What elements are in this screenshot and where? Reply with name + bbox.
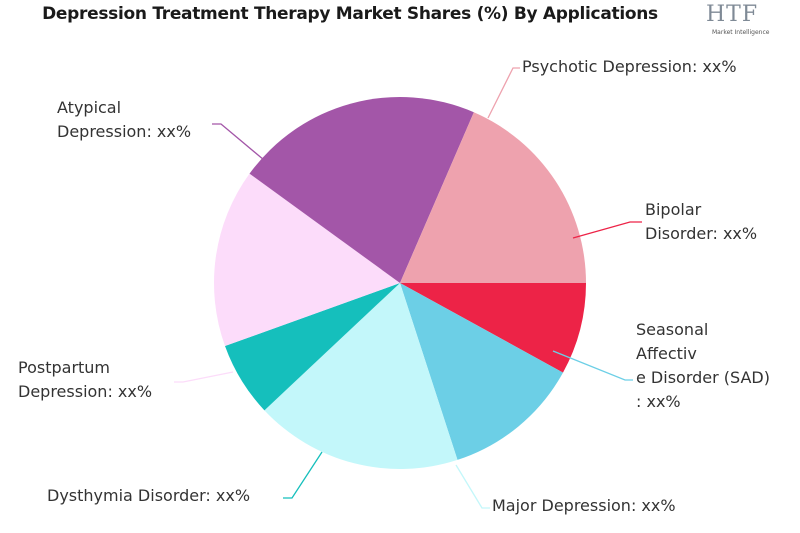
pie-slice (249, 97, 474, 283)
slice-label: Psychotic Depression: xx% (522, 57, 737, 76)
htf-logo: HTF Market Intelligence (700, 2, 790, 42)
leader-line (572, 221, 642, 239)
logo-text: HTF (706, 2, 759, 27)
leader-line (455, 464, 490, 509)
slice-label: Dysthymia Disorder: xx% (47, 486, 251, 505)
slice-label: Atypical Depression: xx% (57, 98, 192, 141)
slice-label: Postpartum Depression: xx% (18, 358, 153, 401)
slice-label: Seasonal Affectiv e Disorder (SAD) : xx% (636, 320, 770, 411)
slice-label: Bipolar Disorder: xx% (645, 200, 758, 243)
pie-slice (400, 112, 586, 283)
pie-slice (224, 283, 400, 411)
leader-line (212, 123, 265, 161)
leader-line (283, 451, 323, 499)
leader-lines (174, 67, 642, 509)
pie-slice (213, 173, 400, 347)
logo-subtext: Market Intelligence (712, 29, 770, 36)
pie-slice (400, 283, 586, 373)
leader-line (552, 350, 633, 381)
pie-slices (213, 97, 586, 470)
pie-slice (264, 283, 458, 470)
slice-label: Major Depression: xx% (492, 496, 676, 515)
pie-slice (400, 283, 563, 460)
chart-title: Depression Treatment Therapy Market Shar… (42, 4, 658, 24)
leader-line (174, 371, 234, 383)
leader-line (487, 67, 520, 119)
